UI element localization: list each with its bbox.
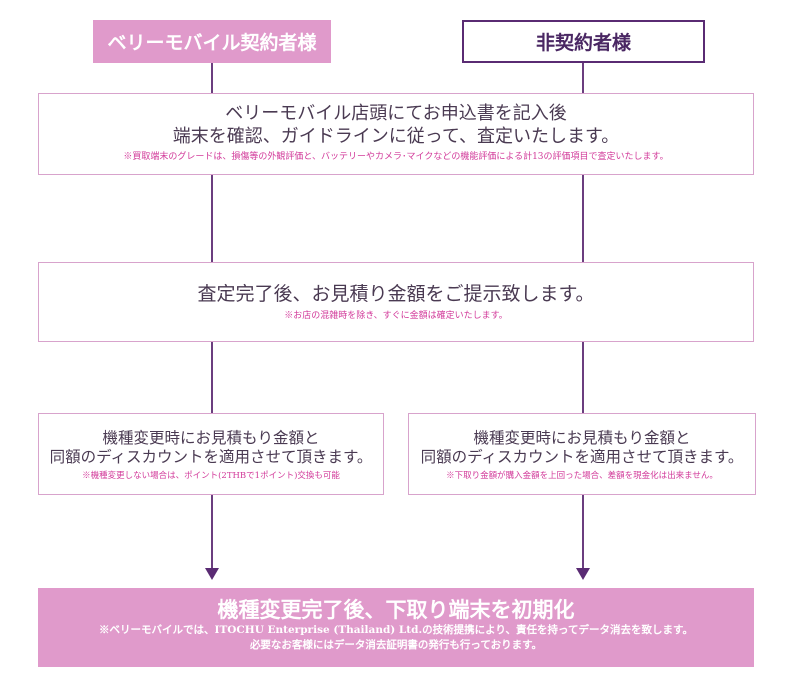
step-discount-non-contract: 機種変更時にお見積もり金額と 同額のディスカウントを適用させて頂きます。 ※下取…: [408, 413, 756, 495]
step-quotation: 査定完了後、お見積り金額をご提示致します。 ※お店の混雑時を除き、すぐに金額は確…: [38, 262, 754, 342]
step-discount-contract: 機種変更時にお見積もり金額と 同額のディスカウントを適用させて頂きます。 ※機種…: [38, 413, 384, 495]
connector-right-top: [582, 63, 584, 93]
step1-line2: 端末を確認、ガイドラインに従って、査定いたします。: [172, 126, 620, 147]
step3-right-note: ※下取り金額が購入金額を上回った場合、差額を現金化は出来ません。: [446, 471, 718, 481]
step3-left-line2: 同額のディスカウントを適用させて頂きます。: [49, 448, 373, 466]
header-left-label: ベリーモバイル契約者様: [107, 32, 317, 54]
connector-left-mid2: [211, 342, 213, 413]
step2-note: ※お店の混雑時を除き、すぐに金額は確定いたします。: [284, 311, 508, 321]
connector-right-mid2: [582, 342, 584, 413]
step-assessment: ベリーモバイル店頭にてお申込書を記入後 端末を確認、ガイドラインに従って、査定い…: [38, 93, 754, 175]
arrow-down-icon: [205, 568, 219, 580]
header-contract-customers: ベリーモバイル契約者様: [93, 20, 331, 63]
step3-right-line2: 同額のディスカウントを適用させて頂きます。: [420, 448, 744, 466]
final-note-2: 必要なお客様にはデータ消去証明書の発行も行っております。: [249, 639, 543, 651]
final-main: 機種変更完了後、下取り端末を初期化: [217, 597, 575, 622]
connector-right-bottom: [582, 495, 584, 569]
step2-main: 査定完了後、お見積り金額をご提示致します。: [197, 283, 595, 305]
arrow-down-icon: [576, 568, 590, 580]
final-note-1: ※ベリーモバイルでは、ITOCHU Enterprise (Thailand) …: [99, 624, 693, 636]
step3-right-line1: 機種変更時にお見積もり金額と: [473, 429, 691, 447]
step1-note: ※買取端末のグレードは、損傷等の外観評価と、バッテリーやカメラ･マイクなどの機能…: [123, 152, 669, 162]
header-right-label: 非契約者様: [535, 32, 631, 54]
connector-left-top: [211, 63, 213, 93]
step-device-reset: 機種変更完了後、下取り端末を初期化 ※ベリーモバイルでは、ITOCHU Ente…: [38, 588, 754, 667]
connector-right-mid1: [582, 175, 584, 262]
step1-line1: ベリーモバイル店頭にてお申込書を記入後: [225, 103, 567, 124]
step3-left-note: ※機種変更しない場合は、ポイント(2THBで1ポイント)交換も可能: [82, 471, 340, 481]
connector-left-bottom: [211, 495, 213, 569]
header-non-contract-customers: 非契約者様: [462, 20, 705, 63]
step3-left-line1: 機種変更時にお見積もり金額と: [102, 429, 320, 447]
connector-left-mid1: [211, 175, 213, 262]
